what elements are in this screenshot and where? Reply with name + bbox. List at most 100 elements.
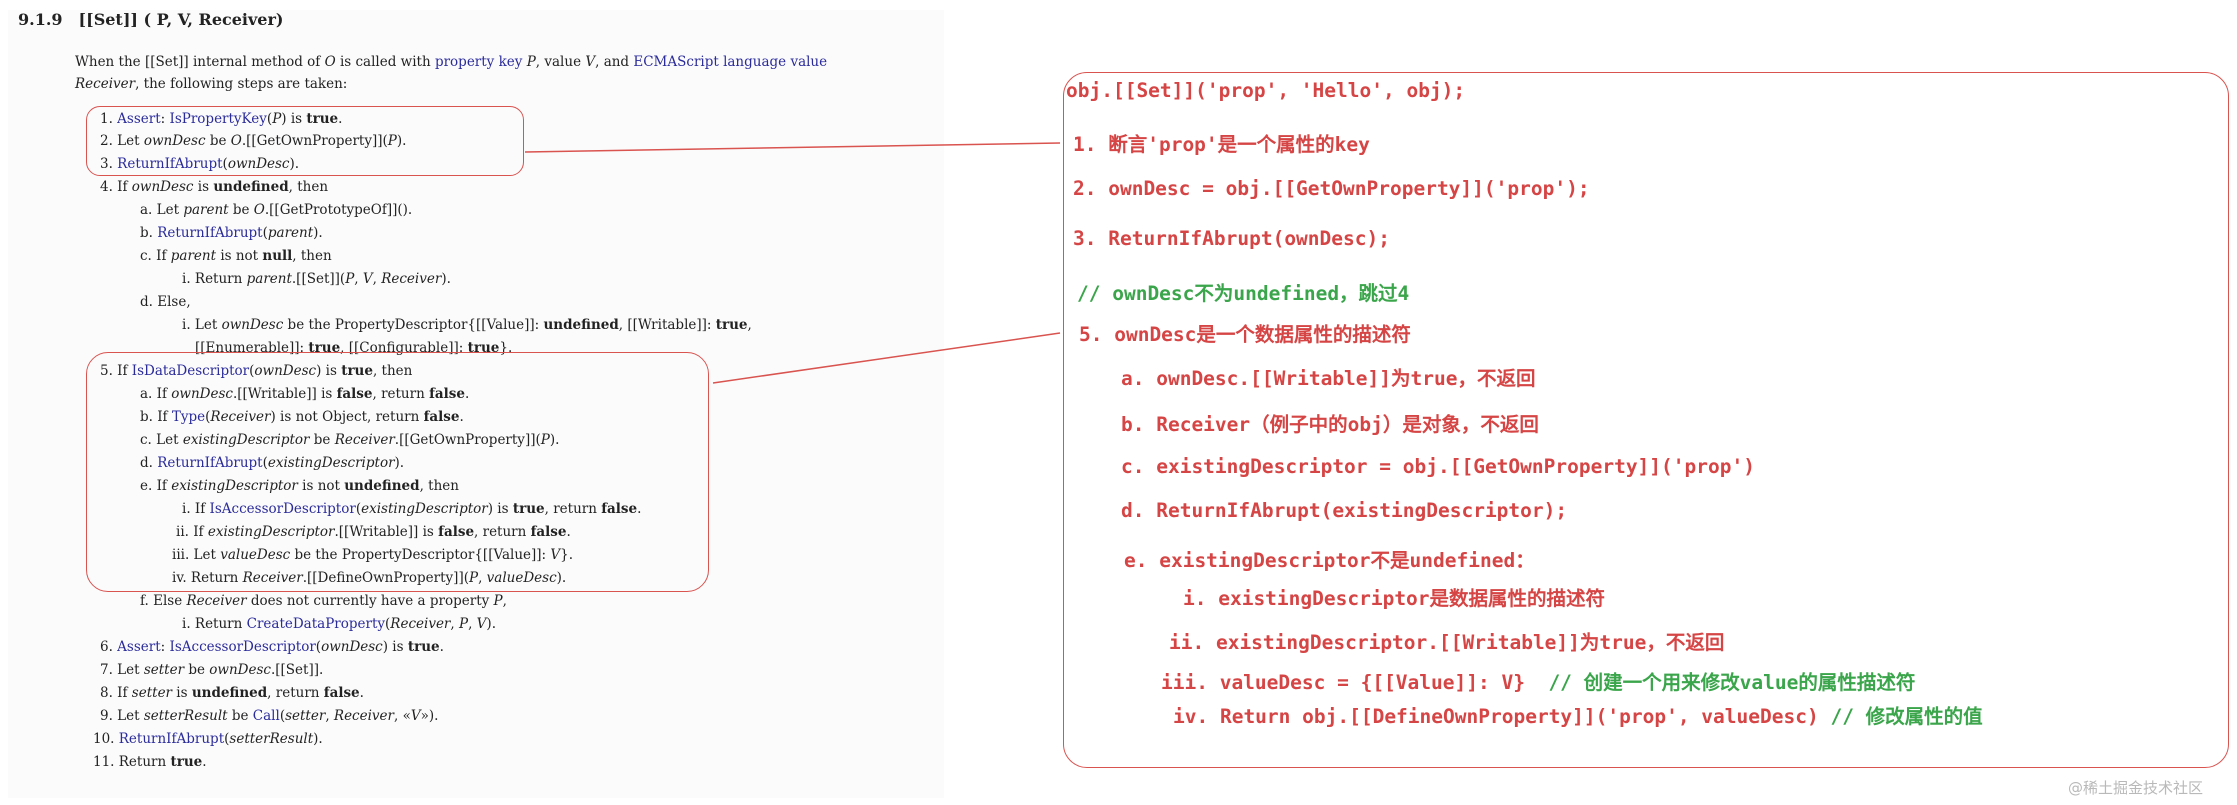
spec-text-segment: P (468, 570, 479, 586)
spec-text-segment: P (526, 54, 536, 70)
spec-text-segment: a. Let (140, 202, 184, 218)
spec-text-segment: ownDesc (321, 639, 383, 655)
spec-text-segment: Receiver (390, 616, 451, 632)
spec-text-segment: iii. Let (172, 547, 221, 563)
spec-text-segment: i. Let (182, 317, 222, 333)
spec-text-segment: Receiver (75, 76, 136, 92)
spec-text-segment: . (637, 501, 642, 517)
spec-text-segment: b. (140, 225, 158, 241)
step-2: 2. Let ownDesc be O.[[GetOwnProperty]](P… (100, 132, 406, 150)
spec-text-segment: be (227, 708, 253, 724)
spec-text-segment: ownDesc (171, 386, 233, 402)
spec-text-segment: ). (394, 455, 405, 471)
annotation-step-5a: a. ownDesc.[[Writable]]为true，不返回 (1121, 367, 1536, 390)
spec-text-segment: c. Let (140, 432, 183, 448)
annotation-step-5e-iv-code: iv. Return obj.[[DefineOwnProperty]]('pr… (1173, 705, 1819, 728)
spec-text-segment: , (372, 271, 382, 287)
annotation-step-3: 3. ReturnIfAbrupt(ownDesc); (1073, 227, 1390, 250)
spec-text-segment: true (715, 317, 748, 333)
spec-text-segment: true (306, 111, 339, 127)
spec-text-segment: setter (131, 685, 173, 701)
spec-text-segment: CreateDataProperty (246, 616, 386, 632)
spec-text-segment: 2. Let (100, 133, 144, 149)
spec-text-segment: , (450, 616, 459, 632)
spec-text-segment: , then (288, 179, 329, 195)
spec-text-segment: be (309, 432, 335, 448)
spec-text-segment: ownDesc (221, 317, 284, 333)
spec-text-segment: ( (385, 616, 391, 632)
spec-text-segment: setter (285, 708, 326, 724)
spec-text-segment: parent (267, 225, 314, 241)
spec-text-segment: ). (289, 156, 300, 172)
spec-text-segment: ii. If (176, 524, 208, 540)
spec-text-segment: parent (246, 271, 292, 287)
annotation-step-2: 2. ownDesc = obj.[[GetOwnProperty]]('pro… (1073, 177, 1590, 200)
annotation-step-5e: e. existingDescriptor不是undefined： (1124, 549, 1535, 572)
spec-text-segment: 6. (100, 639, 118, 655)
spec-text-segment: . (359, 685, 364, 701)
spec-text-segment: . (464, 386, 470, 402)
spec-text-segment: Receiver (381, 271, 442, 287)
spec-text-segment: . (439, 639, 444, 655)
spec-text-segment: IsDataDescriptor (131, 363, 250, 379)
step-4a: a. Let parent be O.[[GetPrototypeOf]](). (140, 201, 412, 219)
spec-text-segment: i. Return (182, 271, 247, 287)
spec-text-segment: .[[Writable]] is (232, 386, 337, 402)
spec-text-segment: P (493, 593, 503, 609)
spec-text-segment: ). (549, 432, 560, 448)
spec-text-segment: valueDesc (486, 570, 557, 586)
step-6: 6. Assert: IsAccessorDescriptor(ownDesc)… (100, 638, 444, 656)
spec-text-segment: .[[Set]]. (270, 662, 324, 678)
spec-text-segment: ). (556, 570, 567, 586)
step-5c: c. Let existingDescriptor be Receiver.[[… (140, 431, 559, 449)
step-4d: d. Else, (140, 293, 191, 311)
spec-text-segment: .[[Set]]( (291, 271, 346, 287)
spec-text-segment: e. If (140, 478, 172, 494)
step-5e-i: i. If IsAccessorDescriptor(existingDescr… (182, 500, 641, 518)
step-5f: f. Else Receiver does not currently have… (140, 592, 507, 610)
annotation-step-5e-iv: iv. Return obj.[[DefineOwnProperty]]('pr… (1173, 700, 1983, 729)
spec-text-segment: ). (313, 731, 323, 747)
connector-line-2 (712, 332, 1061, 384)
spec-text-segment: ReturnIfAbrupt (157, 455, 263, 471)
spec-text-segment: , (354, 271, 363, 287)
spec-text-segment: ) is (487, 501, 513, 517)
spec-text-segment: .[[Writable]] is (334, 524, 439, 540)
spec-text-segment: . (338, 111, 343, 127)
step-5a: a. If ownDesc.[[Writable]] is false, ret… (140, 385, 469, 403)
spec-text-segment: , return (372, 386, 430, 402)
spec-text-segment: false (429, 386, 465, 402)
spec-text-segment: a. If (140, 386, 172, 402)
spec-text-segment: valueDesc (220, 547, 291, 563)
spec-text-segment: null (262, 248, 293, 264)
spec-text-segment: , then (292, 248, 332, 264)
spec-text-segment: V (476, 616, 487, 632)
spec-text-segment: ). (486, 616, 496, 632)
spec-text-segment: 7. Let (100, 662, 144, 678)
annotation-box (1063, 72, 2229, 768)
spec-text-segment: ( (222, 156, 228, 172)
spec-text-segment: }. (560, 547, 574, 563)
spec-text-segment: setter (143, 662, 185, 678)
spec-text-segment: b. If (140, 409, 172, 425)
spec-text-segment: 3. (100, 156, 118, 172)
spec-text-segment: Receiver (210, 409, 271, 425)
spec-text-segment: , then (419, 478, 459, 494)
annotation-step-5d: d. ReturnIfAbrupt(existingDescriptor); (1121, 499, 1568, 522)
annotation-step-5b: b. Receiver（例子中的obj）是对象，不返回 (1121, 413, 1539, 436)
step-4b: b. ReturnIfAbrupt(parent). (140, 224, 323, 242)
step-5d: d. ReturnIfAbrupt(existingDescriptor). (140, 454, 404, 472)
spec-text-segment: IsPropertyKey (169, 111, 267, 127)
annotation-step-5c: c. existingDescriptor = obj.[[GetOwnProp… (1121, 455, 1755, 478)
annotation-step-5e-ii: ii. existingDescriptor.[[Writable]]为true… (1169, 631, 1725, 654)
step-4: 4. If ownDesc is undefined, then (100, 178, 328, 196)
spec-text-segment: Call (252, 708, 280, 724)
spec-text-segment: .[[GetOwnProperty]]( (241, 133, 388, 149)
step-5e-ii: ii. If existingDescriptor.[[Writable]] i… (176, 523, 571, 541)
spec-text-segment: existingDescriptor (182, 432, 310, 448)
spec-text-segment: , then (372, 363, 413, 379)
spec-text-segment: d. Else, (140, 294, 191, 310)
spec-text-segment: c. If (140, 248, 171, 264)
spec-text-segment: be the PropertyDescriptor{[[Value]]: (290, 547, 551, 563)
